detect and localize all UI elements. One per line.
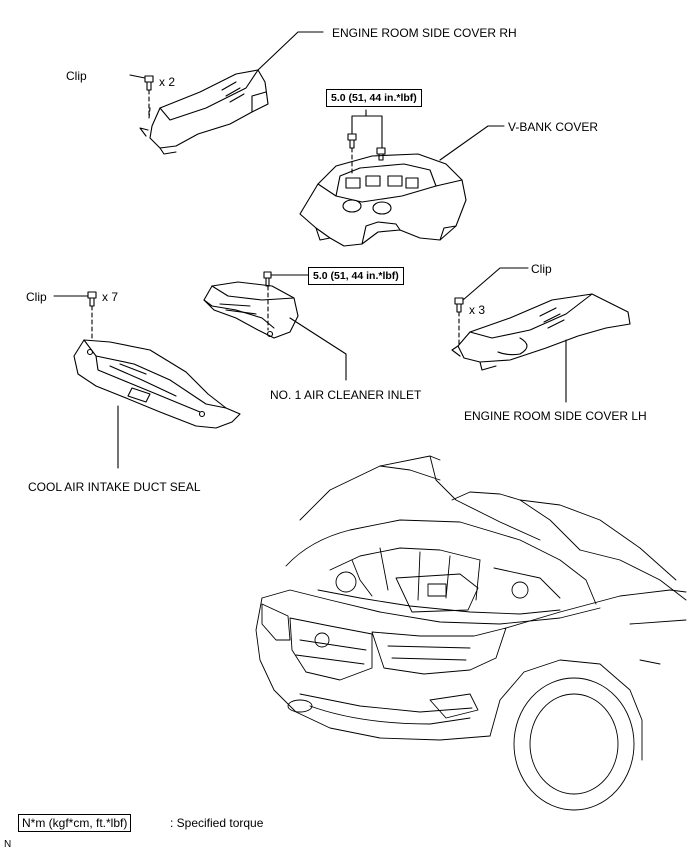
- label-clip-lh-qty: x 3: [469, 303, 486, 317]
- no1-air-cleaner-inlet-part: [203, 281, 299, 339]
- cool-air-intake-duct-seal-part: [73, 339, 241, 429]
- v-bank-bolt-right-icon: [376, 147, 386, 161]
- rh-leader-line: [257, 31, 324, 71]
- corner-mark: N: [4, 839, 12, 850]
- v-bank-cover-part: [299, 153, 467, 247]
- clip-rh-icon: [129, 74, 154, 119]
- clip-seal-icon: [53, 291, 97, 341]
- label-clip-rh-qty: x 2: [159, 75, 176, 89]
- v-bank-torque-leader: [351, 109, 383, 149]
- label-engine-room-side-cover-lh: ENGINE ROOM SIDE COVER LH: [464, 409, 647, 423]
- legend-torque-unit-box: N*m (kgf*cm, ft.*lbf): [18, 814, 132, 832]
- torque-box-v-bank: 5.0 (51, 44 in.*lbf): [326, 89, 422, 107]
- air-inlet-leader-line: [289, 317, 347, 381]
- v-bank-leader-line: [439, 125, 505, 161]
- engine-room-side-cover-rh-part: [139, 69, 269, 155]
- label-v-bank-cover: V-BANK COVER: [508, 120, 599, 134]
- label-engine-room-side-cover-rh: ENGINE ROOM SIDE COVER RH: [332, 26, 517, 40]
- engine-room-side-cover-lh-part: [451, 293, 631, 371]
- torque-box-air-inlet: 5.0 (51, 44 in.*lbf): [308, 267, 404, 285]
- label-clip-rh: Clip: [66, 69, 87, 83]
- vehicle-front-sketch: [255, 455, 687, 811]
- label-clip-seal: Clip: [26, 290, 47, 304]
- label-clip-seal-qty: x 7: [102, 290, 119, 304]
- legend-description: : Specified torque: [170, 816, 264, 830]
- label-cool-air-intake-duct-seal: COOL AIR INTAKE DUCT SEAL: [28, 480, 201, 494]
- label-clip-lh: Clip: [531, 262, 552, 276]
- label-no1-air-cleaner-inlet: NO. 1 AIR CLEANER INLET: [270, 388, 422, 402]
- clip-lh-icon: [454, 267, 529, 347]
